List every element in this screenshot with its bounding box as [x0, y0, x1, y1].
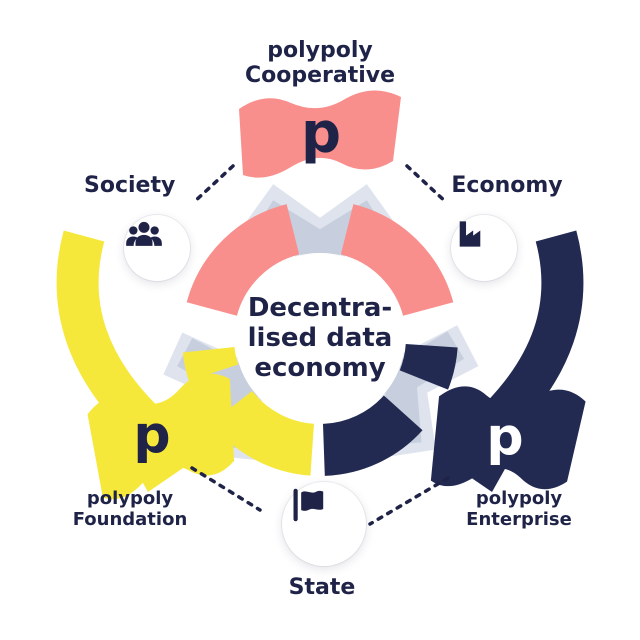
connector-foundation-state [190, 466, 262, 512]
cooperative-label: polypoly Cooperative [245, 38, 395, 88]
center-title-line3: economy [254, 353, 386, 383]
enterprise-flag [430, 386, 586, 492]
society-icon-circle [124, 215, 190, 281]
society-label: Society [84, 173, 176, 198]
cooperative-label-line2: Cooperative [244, 63, 396, 88]
cooperative-arc-right [339, 204, 454, 317]
ring-arcs [182, 204, 458, 476]
foundation-label: polypoly Foundation [73, 488, 188, 530]
connector-cooperative-society [191, 164, 235, 205]
connector-cooperative-economy [405, 164, 449, 205]
enterprise-label: polypoly Enterprise [466, 488, 572, 530]
flag-icon [293, 488, 324, 522]
foundation-label-line2: Foundation [72, 509, 188, 530]
economy-icon-circle [451, 215, 517, 281]
cooperative-arc-left [186, 204, 301, 317]
dashed-connectors [190, 164, 450, 526]
foundation-label-line1: polypoly [86, 488, 174, 509]
foundation-flag [87, 373, 235, 500]
polypoly-logo-foundation: p [133, 405, 171, 465]
polypoly-logo-enterprise: p [486, 407, 524, 467]
economy-label: Economy [451, 173, 563, 198]
connector-enterprise-state [368, 476, 450, 526]
enterprise-label-line2: Enterprise [466, 509, 572, 530]
center-title: Decentra- lised data economy [235, 253, 405, 423]
cooperative-label-line1: polypoly [267, 38, 373, 63]
center-title-line2: lised data [247, 323, 393, 353]
foundation-arc-lower [211, 390, 315, 476]
enterprise-arc-upper [399, 343, 458, 390]
enterprise-arc-lower [322, 394, 423, 476]
cooperative-flag [239, 90, 401, 178]
foundation-arc-upper [182, 346, 239, 381]
people-icon [126, 221, 162, 246]
center-title-line1: Decentra- [247, 293, 393, 323]
enterprise-label-line1: polypoly [475, 488, 563, 509]
factory-icon [459, 221, 481, 247]
state-label: State [288, 575, 356, 600]
state-icon-circle [282, 482, 366, 566]
polypoly-logo-cooperative: p [300, 100, 342, 166]
